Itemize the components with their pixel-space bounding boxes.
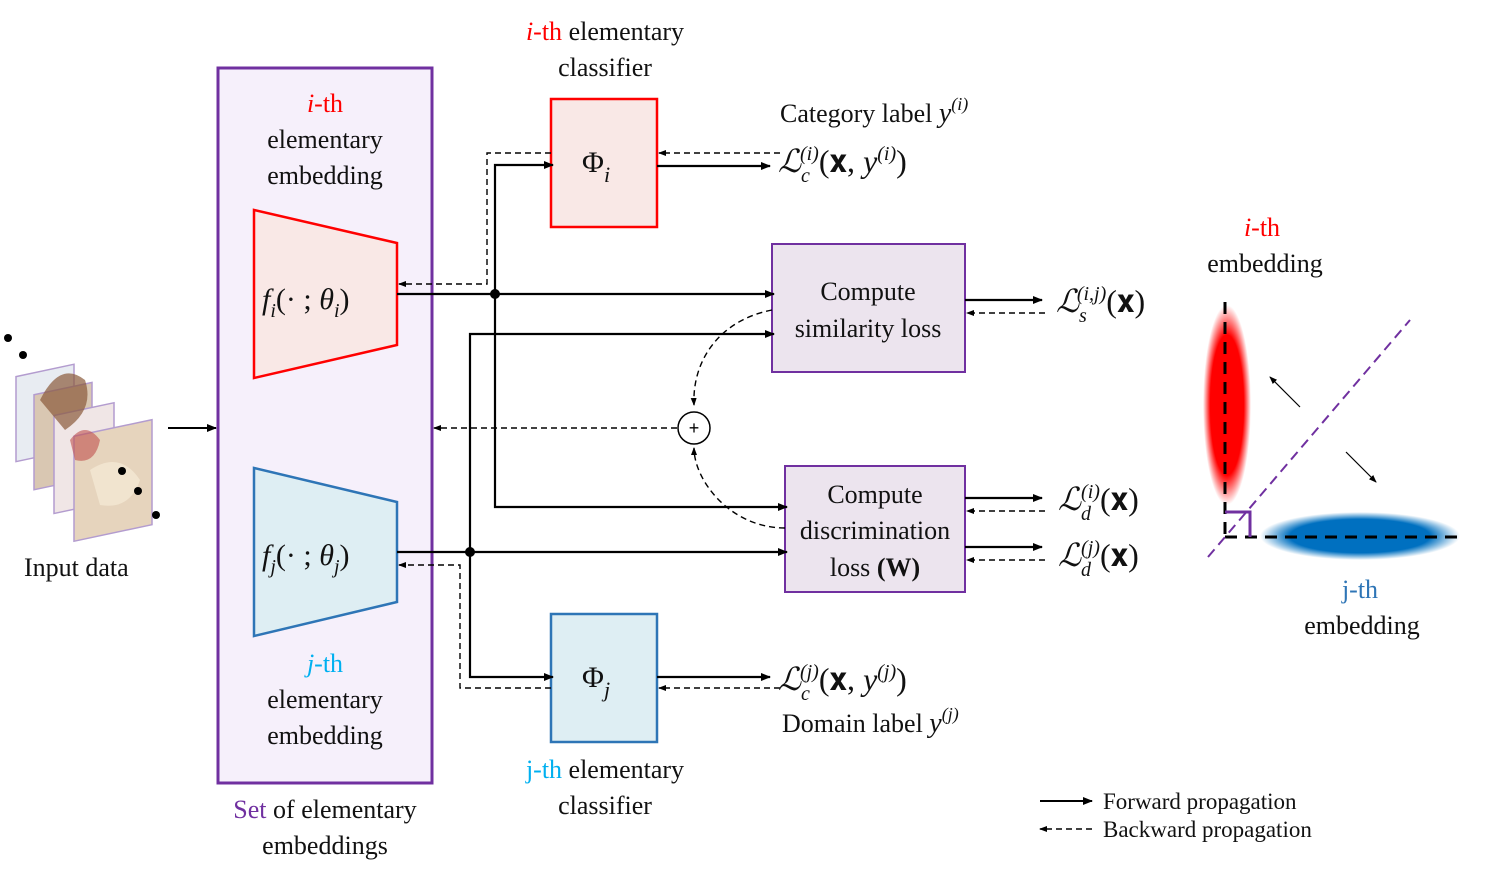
phi-j-classifier xyxy=(549,612,659,744)
similarity-loss-line2: similarity loss xyxy=(795,314,942,343)
sum-plus: + xyxy=(689,418,700,438)
loss-s-ij: ℒs(i,j)(𝐱) xyxy=(1056,283,1145,327)
dot xyxy=(4,334,12,342)
decision-boundary xyxy=(1207,319,1411,558)
ith-embedding-axis-line2: embedding xyxy=(1207,249,1323,278)
loss-d-j: ℒd(j)(𝐱) xyxy=(1058,537,1139,581)
dot xyxy=(118,467,126,475)
fj-network xyxy=(252,466,399,638)
set-of-embeddings-box xyxy=(216,66,434,785)
backward-connections xyxy=(398,150,1045,691)
jth-embedding-line3: embedding xyxy=(267,721,383,750)
category-label: Category label y(i) xyxy=(780,94,968,129)
loss-c-j: ℒc(j)(𝐱, y(j)) xyxy=(778,661,907,705)
phi-i-classifier xyxy=(549,97,659,229)
forward-connections xyxy=(397,161,1043,681)
set-caption-line2: embeddings xyxy=(262,831,388,860)
push-arrow-down xyxy=(1345,451,1377,483)
set-caption-line1: Set of elementary xyxy=(233,795,416,824)
similarity-loss-box xyxy=(771,243,966,373)
ith-embedding-title: i-th xyxy=(307,89,343,118)
ith-embedding-axis-title: i-th xyxy=(1244,213,1280,242)
jth-classifier-title-line2: classifier xyxy=(558,791,652,820)
push-arrow-up xyxy=(1269,376,1301,408)
legend-backward-label: Backward propagation xyxy=(1103,817,1312,842)
jth-embedding-axis-line2: embedding xyxy=(1304,611,1420,640)
discrimination-loss-box xyxy=(784,465,966,593)
dot xyxy=(19,351,27,359)
discrimination-loss-line1: Compute xyxy=(827,480,922,509)
sum-node xyxy=(677,411,711,445)
jth-embedding-axis-title: j-th xyxy=(1341,575,1378,604)
input-images xyxy=(4,334,160,543)
phi-i-label: Φi xyxy=(582,146,610,187)
loss-d-i: ℒd(i)(𝐱) xyxy=(1058,481,1139,525)
right-angle-marker xyxy=(1225,510,1252,537)
legend-forward-label: Forward propagation xyxy=(1103,789,1297,814)
back-to-fj xyxy=(398,562,551,689)
back-to-fi xyxy=(398,152,551,287)
jth-classifier-title: j-th elementary xyxy=(525,755,684,784)
fj-label: fj(· ; θj) xyxy=(262,539,350,578)
jth-embedding-line2: elementary xyxy=(267,685,383,714)
fi-to-discrimination xyxy=(493,294,788,511)
dot xyxy=(134,487,142,495)
junction-i xyxy=(490,289,500,299)
loss-c-i: ℒc(i)(𝐱, y(i)) xyxy=(778,143,907,187)
ith-embedding-line3: embedding xyxy=(267,161,383,190)
similarity-loss-line1: Compute xyxy=(820,277,915,306)
phi-j-label: Φj xyxy=(582,661,610,702)
fi-network xyxy=(252,208,399,380)
ith-classifier-title: i-th elementary xyxy=(526,17,684,46)
domain-label: Domain label y(j) xyxy=(782,704,959,739)
ith-classifier-title-line2: classifier xyxy=(558,53,652,82)
ith-embedding-distribution xyxy=(1203,305,1251,505)
fj-to-similarity xyxy=(468,330,775,552)
legend: Forward propagation Backward propagation xyxy=(1039,789,1312,842)
fj-to-phi-j xyxy=(468,552,554,681)
junction-j xyxy=(465,547,475,557)
similarity-to-sum xyxy=(690,309,773,406)
jth-embedding-distribution xyxy=(1260,512,1460,560)
jth-embedding-title: j-th xyxy=(304,649,343,678)
discrimination-loss-line2: discrimination xyxy=(800,516,950,545)
discrimination-loss-line3: loss (W) xyxy=(830,553,920,582)
fi-to-phi-i xyxy=(493,161,554,294)
input-data-label: Input data xyxy=(24,553,129,582)
ith-embedding-line2: elementary xyxy=(267,125,383,154)
disc-to-sum xyxy=(691,447,786,529)
dot xyxy=(152,511,160,519)
